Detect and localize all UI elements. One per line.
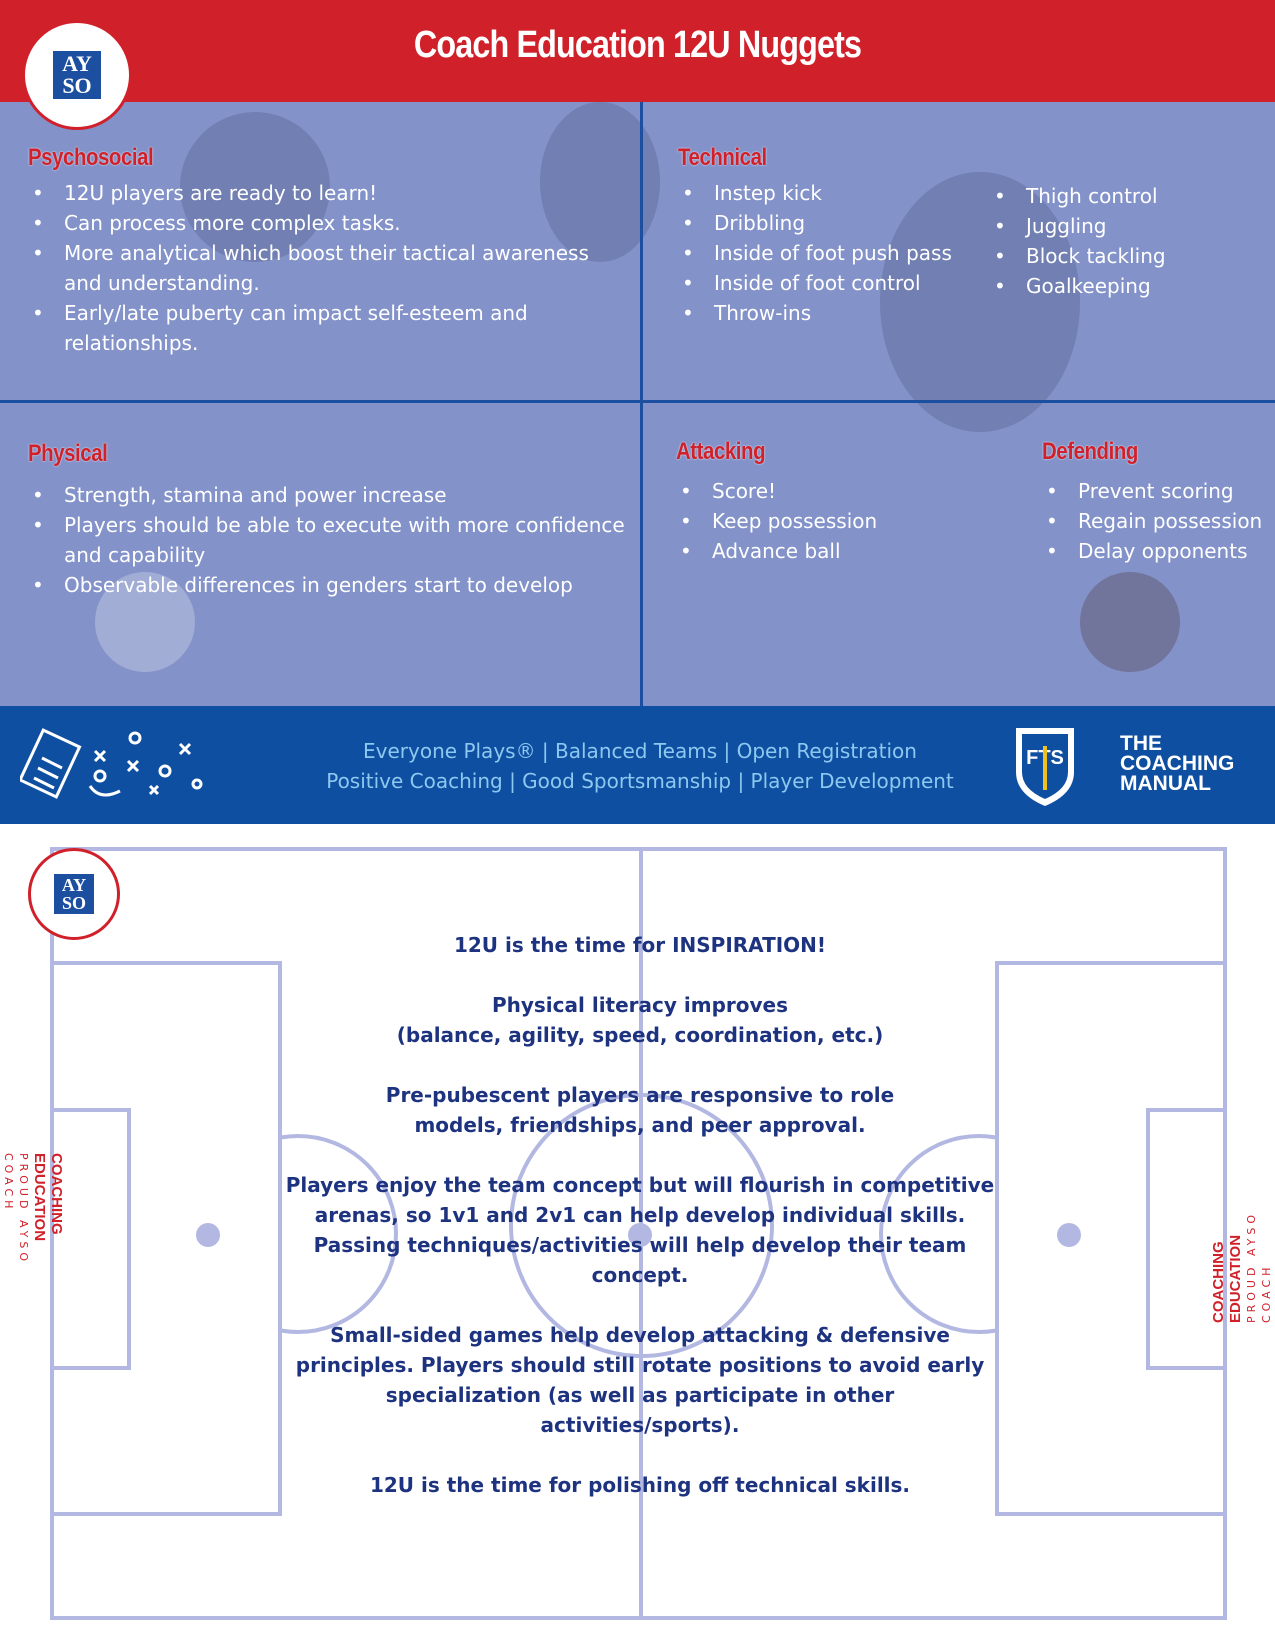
list-item: 12U players are ready to learn!: [28, 178, 628, 208]
info-panel: Psychosocial 12U players are ready to le…: [0, 102, 1275, 706]
side-title: COACHING EDUCATION: [31, 1153, 65, 1242]
list-item: Juggling: [990, 211, 1250, 241]
side-subtitle: PROUD AYSO COACH: [1245, 1211, 1273, 1323]
side-subtitle: PROUD AYSO COACH: [2, 1153, 30, 1265]
list-item: More analytical which boost their tactic…: [28, 238, 628, 298]
list-item: Throw-ins: [678, 298, 978, 328]
logo-text: AYSO: [53, 51, 101, 99]
paragraph: Small-sided games help develop attacking…: [295, 1323, 985, 1437]
list-item: Keep possession: [676, 506, 976, 536]
side-title: COACHING EDUCATION: [1210, 1234, 1244, 1323]
section-technical: Technical Instep kickDribblingInside of …: [678, 144, 978, 328]
section-defending: Defending Prevent scoringRegain possessi…: [1042, 438, 1275, 566]
list-item: Inside of foot control: [678, 268, 978, 298]
list-item: Inside of foot push pass: [678, 238, 978, 268]
list-item: Block tackling: [990, 241, 1250, 271]
paragraph: Players enjoy the team concept but will …: [285, 1173, 995, 1287]
section-heading: Attacking: [676, 438, 766, 465]
section-psychosocial: Psychosocial 12U players are ready to le…: [28, 144, 628, 358]
list-item: Thigh control: [990, 181, 1250, 211]
list-item: Score!: [676, 476, 976, 506]
divider-horizontal: [0, 400, 1275, 403]
paragraph: 12U is the time for INSPIRATION!: [453, 933, 827, 957]
list-item: Observable differences in genders start …: [28, 570, 628, 600]
values-text: Everyone Plays® | Balanced Teams | Open …: [260, 736, 1020, 796]
section-technical-2: Thigh controlJugglingBlock tacklingGoalk…: [990, 181, 1250, 301]
side-label-left: COACHING EDUCATION PROUD AYSO COACH: [2, 1153, 65, 1323]
list-item: Dribbling: [678, 208, 978, 238]
section-heading: Psychosocial: [28, 144, 154, 171]
soccer-field: [50, 847, 1227, 1620]
section-attacking: Attacking Score!Keep possessionAdvance b…: [676, 438, 976, 566]
side-label-right: COACHING EDUCATION PROUD AYSO COACH: [1210, 1153, 1273, 1323]
list-item: Regain possession: [1042, 506, 1275, 536]
list-item: Strength, stamina and power increase: [28, 480, 628, 510]
values-band: Everyone Plays® | Balanced Teams | Open …: [0, 706, 1275, 824]
values-line-1: Everyone Plays® | Balanced Teams | Open …: [363, 739, 917, 763]
field-text: 12U is the time for INSPIRATION! Physica…: [280, 930, 1000, 1530]
list-item: Prevent scoring: [1042, 476, 1275, 506]
values-line-2: Positive Coaching | Good Sportsmanship |…: [326, 769, 954, 793]
logo-text: AYSO: [54, 874, 94, 914]
fts-shield-logo: FTS: [1016, 728, 1074, 806]
section-heading: Physical: [28, 440, 108, 467]
list-item: Players should be able to execute with m…: [28, 510, 628, 570]
list-item: Can process more complex tasks.: [28, 208, 628, 238]
clipboard-play-icon: [20, 728, 203, 799]
ayso-logo-small: AYSO: [28, 848, 120, 940]
paragraph: Pre-pubescent players are responsive to …: [385, 1083, 895, 1137]
header-banner: Coach Education 12U Nuggets: [0, 0, 1275, 102]
list-item: Instep kick: [678, 178, 978, 208]
list-item: Goalkeeping: [990, 271, 1250, 301]
section-heading: Defending: [1042, 438, 1138, 465]
coaching-manual-logo: THE COACHING MANUAL: [1120, 732, 1235, 795]
section-physical: Physical Strength, stamina and power inc…: [28, 440, 628, 600]
list-item: Advance ball: [676, 536, 976, 566]
ayso-logo: AYSO: [22, 20, 132, 130]
list-item: Delay opponents: [1042, 536, 1275, 566]
paragraph: Physical literacy improves (balance, agi…: [396, 993, 884, 1047]
paragraph: 12U is the time for polishing off techni…: [369, 1473, 911, 1497]
divider-vertical: [640, 102, 643, 706]
section-heading: Technical: [678, 144, 767, 171]
list-item: Early/late puberty can impact self-estee…: [28, 298, 628, 358]
page-title: Coach Education 12U Nuggets: [413, 24, 862, 66]
